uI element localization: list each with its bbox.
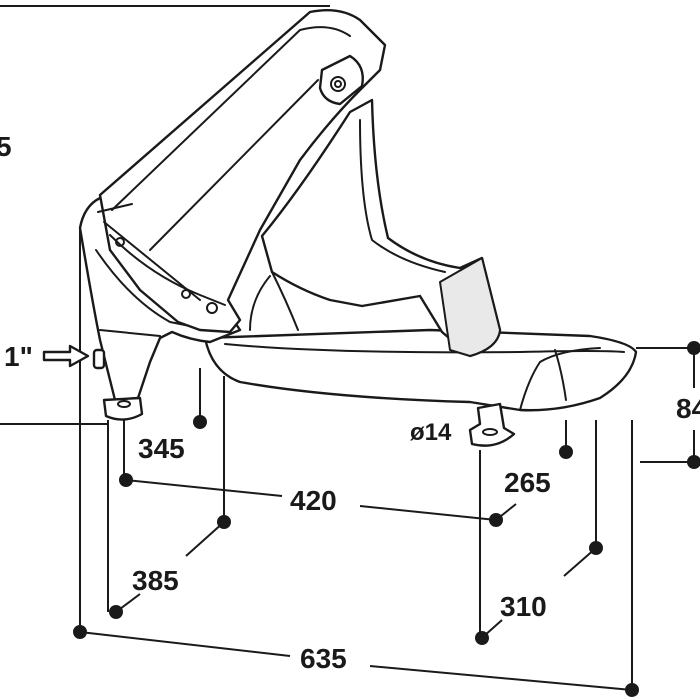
paddle-bracket [249, 271, 299, 331]
hinge-detail [97, 203, 218, 314]
dim-385: 385 [132, 565, 179, 596]
dim-310: 310 [500, 591, 547, 622]
dim-635: 635 [300, 643, 347, 674]
dimension-labels: 5 1" 345 420 385 635 265 310 84 ø14 [0, 131, 700, 674]
valve-cover-side [109, 234, 226, 306]
valve-cover-ridge [111, 26, 351, 211]
dimension-lines [0, 5, 700, 697]
pivot-cap [318, 54, 364, 106]
dim-265: 265 [504, 467, 551, 498]
water-inlet-stub [92, 348, 106, 370]
drinking-bowl [78, 9, 638, 447]
rear-body-edge [99, 329, 161, 337]
dim-hole-diameter: ø14 [410, 419, 452, 446]
dim-inlet-size: 1" [4, 341, 33, 372]
valve-cover-ridge-2 [149, 79, 319, 251]
bowl-front-edge [554, 349, 567, 401]
inlet-arrow [42, 344, 90, 368]
valve-cover [98, 9, 387, 334]
rear-body-panel [95, 249, 211, 331]
bowl-side [519, 347, 601, 411]
mounting-foot-left [102, 396, 144, 421]
dim-height-partial: 5 [0, 131, 12, 162]
push-paddle-inner [359, 119, 446, 273]
mounting-foot-right [468, 402, 516, 447]
push-paddle-pad [439, 257, 501, 357]
dim-345: 345 [138, 433, 185, 464]
dim-420: 420 [290, 485, 337, 516]
dim-84-partial: 84 [676, 393, 700, 424]
bowl-trough [203, 328, 638, 412]
